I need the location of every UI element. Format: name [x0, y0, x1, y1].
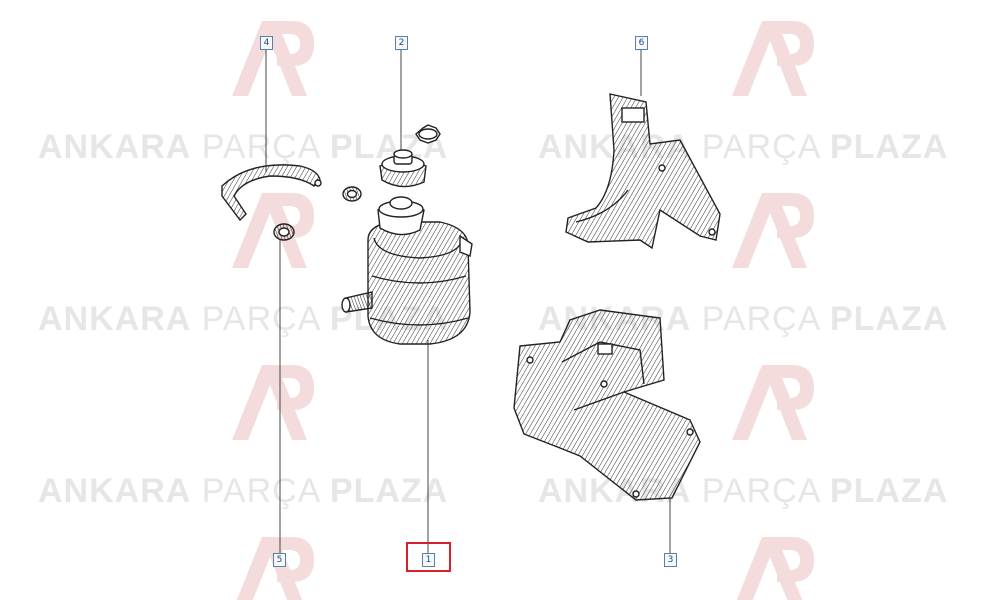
- part-reservoir[interactable]: [341, 196, 473, 345]
- leader-lines: [265, 48, 671, 553]
- callout-5[interactable]: 5: [273, 553, 286, 567]
- part-hose-clamp[interactable]: [273, 186, 362, 241]
- part-lower-bracket[interactable]: [513, 309, 701, 501]
- callout-2[interactable]: 2: [395, 36, 408, 50]
- ap-monogram-icon: [232, 21, 814, 600]
- part-retaining-strap[interactable]: [221, 164, 322, 222]
- watermark-text: ANKARA PARÇA PLAZA: [38, 128, 449, 166]
- callout-6[interactable]: 6: [635, 36, 648, 50]
- selected-callout-highlight: [406, 542, 451, 572]
- callout-3[interactable]: 3: [664, 553, 677, 567]
- part-reservoir-cap[interactable]: [379, 124, 441, 188]
- part-upper-bracket[interactable]: [565, 93, 721, 250]
- callout-1[interactable]: 1: [422, 553, 435, 567]
- callout-4[interactable]: 4: [260, 36, 273, 50]
